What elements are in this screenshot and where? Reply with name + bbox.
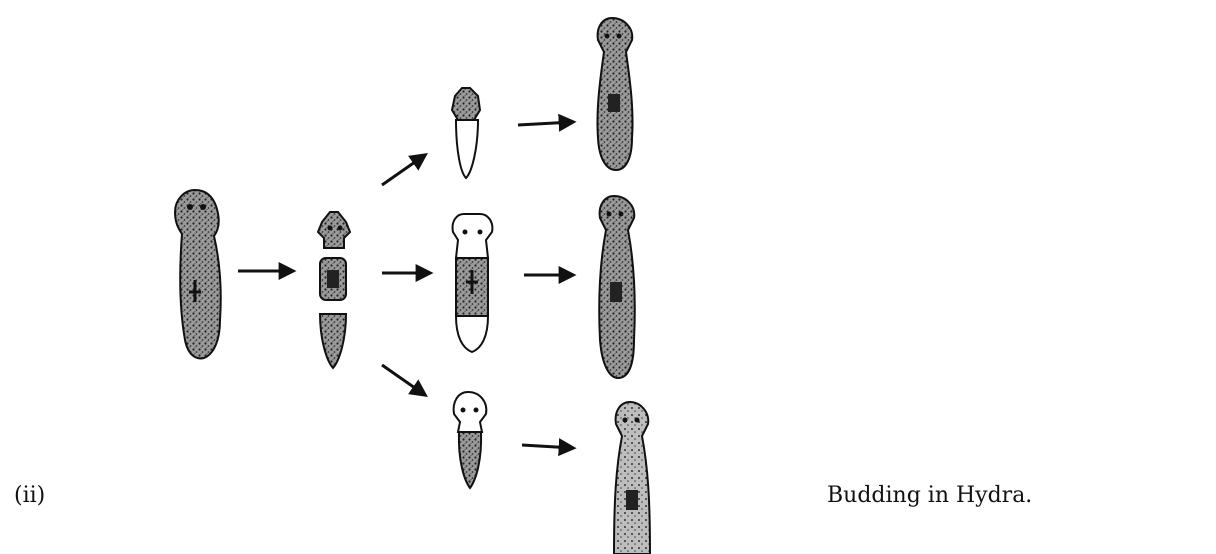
arrow-up (382, 155, 425, 185)
regenerating-head-piece (452, 88, 480, 178)
arrow-bottom-right (522, 445, 573, 448)
regenerated-worm-top (597, 18, 632, 170)
regenerating-tail-piece (454, 392, 487, 488)
regenerating-middle-piece (453, 214, 493, 352)
middle-fragment (320, 258, 346, 300)
arrow-top-right (518, 122, 573, 125)
arrow-down (382, 365, 425, 395)
parent-organism (175, 190, 221, 358)
regenerated-worm-middle (599, 196, 635, 378)
head-fragment (318, 212, 350, 248)
tail-fragment (320, 314, 346, 368)
regenerated-worm-bottom (614, 402, 650, 554)
